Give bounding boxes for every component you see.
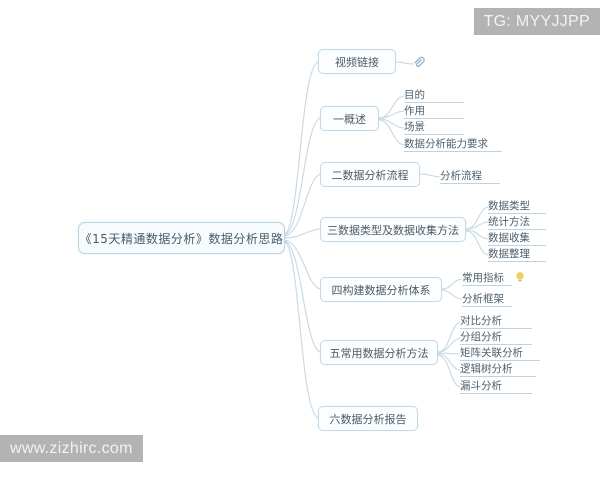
branch-node-data-types-collection[interactable]: 三数据类型及数据收集方法 [320,217,466,242]
leaf-node-label: 目的 [404,89,425,101]
watermark-top-right-text: TG: MYYJJPP [483,12,590,30]
leaf-node-capability-requirements[interactable]: 数据分析能力要求 [404,137,502,152]
link-b4-leaf-3 [465,229,489,240]
leaf-node-function[interactable]: 作用 [404,104,464,119]
leaf-node-data-collection[interactable]: 数据收集 [488,231,546,246]
link-root-to-branch-4 [284,228,321,239]
watermark-bottom-left: www.zizhirc.com [0,435,143,462]
link-b6-leaf-5 [437,354,461,388]
branch-node-label: 二数据分析流程 [331,168,409,182]
branch-node-label: 六数据分析报告 [329,412,407,426]
link-root-to-branch-3 [284,173,321,237]
link-root-to-branch-7 [284,241,319,419]
leaf-node-label: 对比分析 [460,315,502,327]
leaf-node-label: 作用 [404,105,425,117]
link-b6-leaf-3 [437,352,461,355]
leaf-node-label: 场景 [404,121,425,133]
link-root-to-branch-6 [284,240,321,353]
branch-node-label: 三数据类型及数据收集方法 [327,223,459,237]
branch-node-label: 一概述 [333,112,366,126]
link-b2-leaf-3 [378,118,405,129]
link-b6-leaf-2 [437,337,461,353]
link-b5-leaf-1 [441,278,463,290]
link-b2-leaf-1 [378,95,405,119]
leaf-node-matrix-correlation-analysis[interactable]: 矩阵关联分析 [460,346,540,361]
watermark-top-right: TG: MYYJJPP [473,8,600,35]
leaf-node-label: 逻辑树分析 [460,363,513,375]
attachment-icon [414,56,425,68]
leaf-node-common-metrics[interactable]: 常用指标 [462,271,512,286]
leaf-node-label: 分析流程 [440,170,482,182]
link-b5-leaf-2 [441,289,463,300]
leaf-node-scenario[interactable]: 场景 [404,120,464,135]
branch-node-analysis-process[interactable]: 二数据分析流程 [320,162,420,187]
link-b2-leaf-2 [378,110,405,119]
leaf-node-label: 数据整理 [488,248,530,260]
leaf-node-label: 统计方法 [488,216,530,228]
leaf-node-label: 常用指标 [462,272,504,284]
link-root-to-branch-5 [284,239,321,290]
leaf-node-process-flow[interactable]: 分析流程 [440,169,500,184]
leaf-node-purpose[interactable]: 目的 [404,88,464,103]
root-node-label: 《15天精通数据分析》数据分析思路 [79,231,284,246]
leaf-node-funnel-analysis[interactable]: 漏斗分析 [460,379,532,394]
leaf-node-data-organization[interactable]: 数据整理 [488,247,546,262]
link-b2-leaf-4 [378,119,405,146]
branch-node-video-link[interactable]: 视频链接 [318,49,396,74]
link-b3-leaf-1 [419,173,441,178]
leaf-node-grouped-analysis[interactable]: 分组分析 [460,330,532,345]
branch-node-analysis-system[interactable]: 四构建数据分析体系 [320,277,442,302]
watermark-bottom-left-text: www.zizhirc.com [10,439,133,457]
branch-node-label: 五常用数据分析方法 [329,346,429,360]
leaf-node-label: 数据分析能力要求 [404,138,488,150]
link-b4-leaf-4 [465,230,489,256]
leaf-node-label: 分组分析 [460,331,502,343]
branch-node-label: 四构建数据分析体系 [331,283,431,297]
leaf-node-label: 矩阵关联分析 [460,347,523,359]
leaf-node-logic-tree-analysis[interactable]: 逻辑树分析 [460,362,536,377]
branch-node-analysis-methods[interactable]: 五常用数据分析方法 [320,340,438,365]
link-b4-leaf-1 [465,206,489,230]
leaf-node-label: 漏斗分析 [460,380,502,392]
link-root-to-branch-2 [284,117,321,236]
branch-node-label: 视频链接 [335,55,379,69]
link-root-to-branch-1 [284,61,319,235]
link-b6-leaf-4 [437,353,461,371]
leaf-node-label: 数据类型 [488,200,530,212]
leaf-node-statistical-method[interactable]: 统计方法 [488,215,546,230]
branch-node-overview[interactable]: 一概述 [320,106,379,131]
link-b4-leaf-2 [465,221,489,230]
leaf-node-analysis-framework[interactable]: 分析框架 [462,292,512,307]
branch-node-analysis-report[interactable]: 六数据分析报告 [318,406,418,431]
link-b6-leaf-1 [437,321,461,353]
leaf-node-label: 数据收集 [488,232,530,244]
root-node[interactable]: 《15天精通数据分析》数据分析思路 [78,222,285,254]
lightbulb-icon [516,272,524,282]
leaf-node-label: 分析框架 [462,293,504,305]
leaf-node-data-type[interactable]: 数据类型 [488,199,546,214]
leaf-node-comparative-analysis[interactable]: 对比分析 [460,314,532,329]
